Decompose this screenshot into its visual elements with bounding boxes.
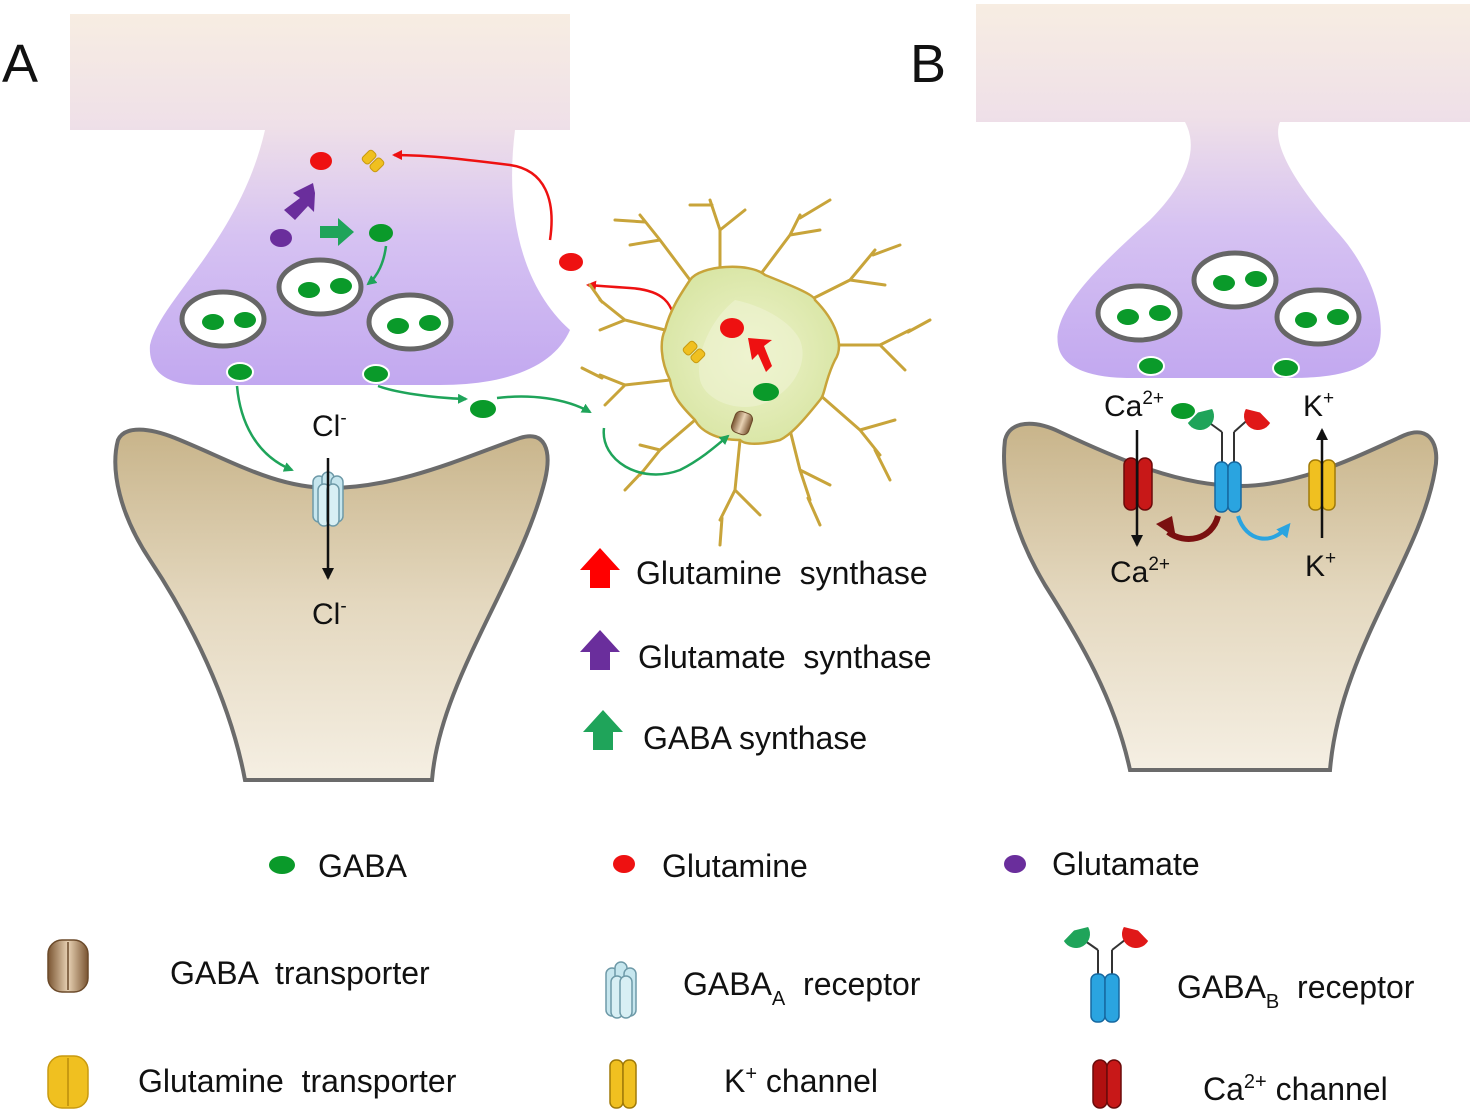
panel-label-b: B [910, 34, 946, 94]
legend-gaba-transporter-label: GABA transporter [170, 955, 430, 991]
legend-glutamine-icon [613, 855, 635, 873]
extracellular-gaba [470, 400, 496, 418]
released-gaba-b-left [1137, 356, 1165, 376]
glutamate-synthase-arrow [284, 183, 315, 220]
legend-glutamine-label: Glutamine [662, 848, 808, 884]
astrocyte [580, 198, 932, 547]
legend-k-channel-icon [609, 1059, 637, 1109]
gaba-uptake-arrow-b [602, 427, 730, 476]
legend-gaba-transporter-icon [47, 939, 89, 993]
gaba-molecule [369, 224, 393, 242]
glutamine-synthase-label: Glutamine synthase [636, 555, 928, 591]
gabab-receptor-icon [1187, 409, 1271, 513]
legend-gabaa-receptor-icon [605, 961, 637, 1019]
gaba-to-vesicle-arrow [366, 245, 388, 286]
legend-gaba-label: GABA [318, 848, 408, 884]
gaba-synthase-arrow [320, 218, 354, 246]
legend-gabab-receptor-icon [1063, 927, 1149, 1023]
legend-ca-channel-label: Ca2+ channel [1203, 1071, 1388, 1107]
astrocyte-gaba [753, 383, 779, 401]
astrocyte-glutamine [720, 318, 744, 338]
legend-glutamine-transporter-label: Glutamine transporter [138, 1063, 457, 1099]
glutamate-molecule [270, 229, 292, 247]
released-gaba-right [362, 364, 390, 384]
ca-channel-icon [1123, 457, 1153, 511]
potassium-label-top: K+ [1303, 388, 1334, 423]
panel-label-a: A [2, 34, 38, 94]
presynaptic-terminal-b [976, 4, 1470, 378]
bound-gaba-b [1171, 403, 1195, 419]
legend-glutamine-transporter-icon [47, 1055, 89, 1109]
chloride-label-top: Cl- [312, 408, 347, 443]
ca-inhibition-head [1156, 516, 1176, 538]
astrocyte-gaba-transporter-icon [730, 410, 754, 436]
calcium-label-top: Ca2+ [1104, 388, 1164, 423]
legend-gabaa-receptor-label: GABAA receptor [683, 966, 921, 1010]
potassium-label-bottom: K+ [1305, 548, 1336, 583]
glutamine-molecule [310, 152, 332, 170]
synaptic-vesicles-b [1095, 250, 1362, 347]
enzyme-legend: Glutamine synthase Glutamate synthase GA… [580, 548, 931, 756]
glutamine-transporter-icon [361, 149, 385, 173]
released-gaba-b-right [1272, 358, 1300, 378]
glutamine-export-arrow [586, 280, 678, 336]
legend-ca-channel-icon [1092, 1059, 1122, 1109]
legend-gaba-icon [269, 856, 295, 874]
glutamate-synthase-icon [580, 630, 620, 670]
glutamate-synthase-label: Glutamate synthase [638, 639, 931, 675]
molecule-legend: GABA Glutamine Glutamate [269, 846, 1200, 884]
gaba-synthase-label: GABA synthase [643, 720, 867, 756]
gaba-to-astrocyte-arrow [377, 384, 468, 404]
astrocyte-glutamine-synthase-arrow [748, 338, 772, 372]
glutamine-synthase-icon [580, 548, 620, 588]
calcium-label-bottom: Ca2+ [1110, 554, 1170, 589]
postsynaptic-terminal-a [113, 427, 550, 782]
protein-legend: GABA transporter GABAA receptor GABAB re… [47, 927, 1415, 1109]
chloride-label-bottom: Cl- [312, 596, 347, 631]
gaba-synthase-icon [583, 710, 623, 750]
synaptic-vesicles-a [179, 257, 454, 352]
legend-glutamate-label: Glutamate [1052, 846, 1200, 882]
legend-gabab-receptor-label: GABAB receptor [1177, 969, 1415, 1013]
legend-glutamate-icon [1004, 855, 1026, 873]
glutamine-return-arrow [392, 150, 553, 241]
extracellular-glutamine [559, 253, 583, 271]
legend-k-channel-label: K+ channel [724, 1063, 878, 1099]
gaba-to-receptor-arrow [235, 385, 294, 472]
gaba-uptake-arrow-a [496, 395, 592, 414]
released-gaba-left [226, 362, 254, 382]
astrocyte-glutamine-transporter-icon [682, 340, 706, 364]
presynaptic-terminal-a [70, 14, 570, 385]
k-channel-activation-arrow [1236, 515, 1291, 541]
